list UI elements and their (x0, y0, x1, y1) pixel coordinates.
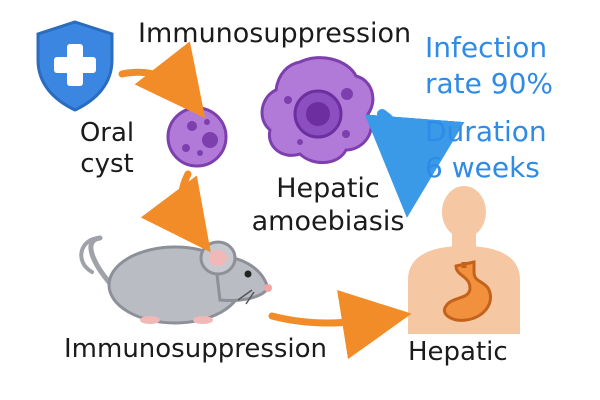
arrow-cyst-to-mouse (140, 170, 211, 253)
hepatic-amoebiasis-line1: Hepatic (276, 173, 380, 204)
liver-organ-icon (443, 260, 492, 322)
hepatic-label: Hepatic (408, 337, 508, 367)
hepatic-amoebiasis-label: Hepatic amoebiasis (248, 172, 408, 238)
oral-cyst-label: Oral cyst (75, 118, 139, 180)
mouse-icon (79, 235, 272, 325)
duration-label: Duration 6 weeks (425, 114, 547, 186)
infection-rate-label: Infection rate 90% (425, 30, 553, 102)
immunosuppression-top-label: Immunosuppression (138, 18, 412, 49)
cyst-cell-icon (166, 106, 228, 168)
hepatic-amoebiasis-line2: amoebiasis (251, 206, 405, 237)
amoeba-icon (260, 56, 375, 164)
arrow-mouse-to-hepatic (268, 289, 412, 360)
oral-cyst-line1: Oral (79, 118, 135, 148)
infection-line1: Infection (425, 31, 548, 64)
oral-cyst-line2: cyst (80, 149, 134, 179)
shield-cross-icon (36, 20, 114, 112)
arrow-amoeba-to-human (364, 109, 465, 218)
duration-line1: Duration (425, 115, 547, 148)
duration-line2: 6 weeks (425, 151, 540, 184)
immunosuppression-bottom-label: Immunosuppression (64, 334, 328, 364)
infection-line2: rate 90% (425, 67, 554, 100)
arrow-shield-to-cyst (118, 41, 206, 119)
